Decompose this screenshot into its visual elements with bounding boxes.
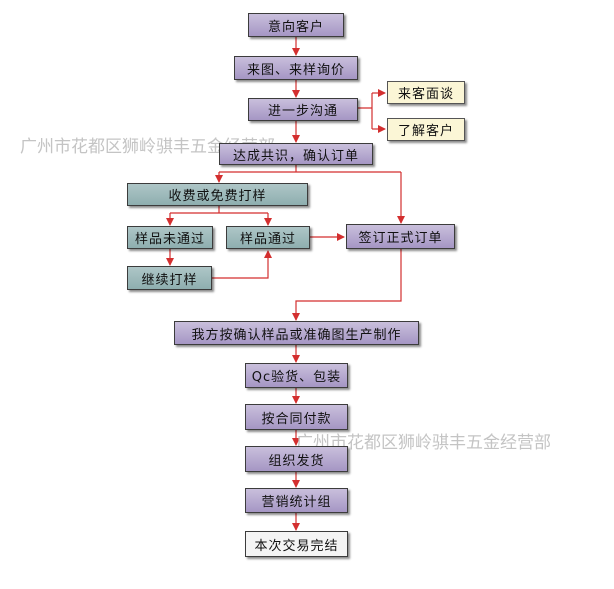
step-shipping: 组织发货 (245, 446, 348, 472)
step-know-customer: 了解客户 (387, 118, 465, 141)
step-marketing: 营销统计组 (245, 488, 348, 513)
step-drawing-sample-inquiry: 来图、来样询价 (234, 56, 358, 80)
step-visit-in-person: 来客面谈 (387, 81, 465, 104)
arrow-continue-to-passed (212, 250, 272, 279)
step-sample-failed: 样品未通过 (127, 226, 213, 249)
step-production: 我方按确认样品或准确图生产制作 (174, 321, 419, 345)
step-sample-passed: 样品通过 (226, 226, 310, 249)
step-continue-sampling: 继续打样 (127, 266, 212, 290)
step-qc-packing: Qc验货、包装 (245, 363, 348, 388)
arrow-sampling-split (170, 206, 268, 214)
arrow-consensus-split (219, 165, 401, 173)
arrow-sign-order-to-production (292, 249, 402, 321)
step-reach-consensus: 达成共识，确认订单 (219, 143, 373, 165)
step-deal-complete: 本次交易完结 (245, 531, 348, 557)
step-sampling: 收费或免费打样 (127, 183, 308, 206)
step-intent-customer: 意向客户 (248, 13, 344, 37)
step-payment: 按合同付款 (245, 404, 348, 430)
arrow-communication-to-branches (358, 93, 373, 129)
step-further-communication: 进一步沟通 (248, 98, 358, 121)
step-sign-order: 签订正式订单 (346, 224, 455, 249)
